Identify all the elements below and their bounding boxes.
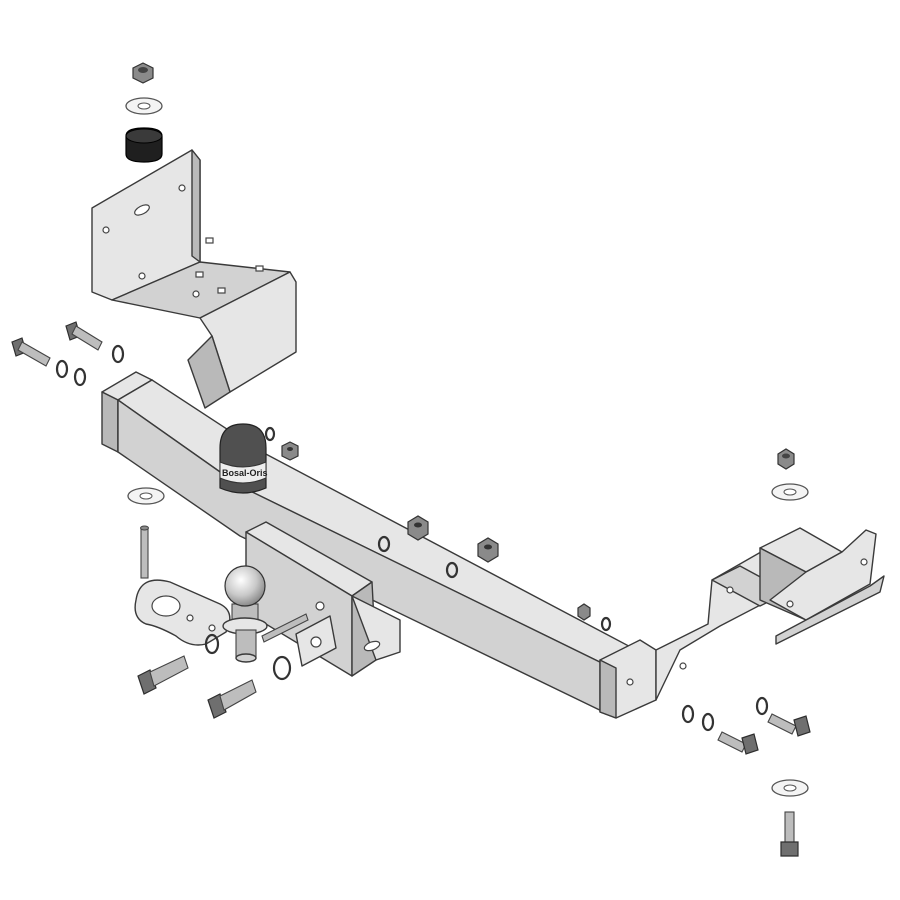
center-nut-1 xyxy=(407,515,429,541)
ring-near-cap xyxy=(264,426,276,442)
center-ring-2 xyxy=(445,561,459,579)
top-nut-right xyxy=(777,448,795,470)
tow-ball xyxy=(222,565,268,663)
ball-washer-1 xyxy=(204,633,220,655)
ball-side-plate xyxy=(295,615,337,667)
top-washer-left xyxy=(125,97,163,115)
ball-washer-2 xyxy=(272,655,292,681)
vertical-stud-bolt xyxy=(140,525,149,579)
nut-near-cap xyxy=(281,441,299,461)
tow-ball-cap: Bosal-Oris xyxy=(219,423,268,494)
right-mounting-bracket xyxy=(655,527,885,701)
top-washer-right xyxy=(771,483,809,501)
bolt-left-upper xyxy=(65,321,103,351)
washer-above-ball xyxy=(127,487,165,505)
center-ring-1 xyxy=(377,535,391,553)
bottom-washer-right xyxy=(771,779,809,797)
bolt-bottom-left-2 xyxy=(207,679,257,719)
top-nut-left xyxy=(132,62,154,84)
washer-right-1 xyxy=(681,704,695,724)
center-nut-3 xyxy=(577,603,591,621)
washer-right-2 xyxy=(701,712,715,732)
bolt-bottom-left-1 xyxy=(137,655,189,695)
socket-plate xyxy=(134,579,231,646)
bolt-right-2 xyxy=(767,713,811,737)
washer-left-2 xyxy=(55,359,69,379)
main-cross-beam xyxy=(101,371,687,719)
washer-left-3 xyxy=(73,367,87,387)
washer-left-1 xyxy=(111,344,125,364)
rubber-bushing xyxy=(125,127,163,163)
cap-brand-text: Bosal-Oris xyxy=(222,468,268,478)
bolt-left-lower xyxy=(11,337,51,367)
ball-rod xyxy=(261,613,309,643)
washer-right-3 xyxy=(755,696,769,716)
bolt-right-1 xyxy=(717,731,759,755)
center-ring-3 xyxy=(600,616,612,632)
center-nut-2 xyxy=(477,537,499,563)
bottom-vertical-bolt xyxy=(780,811,799,857)
left-mounting-bracket xyxy=(91,149,297,409)
